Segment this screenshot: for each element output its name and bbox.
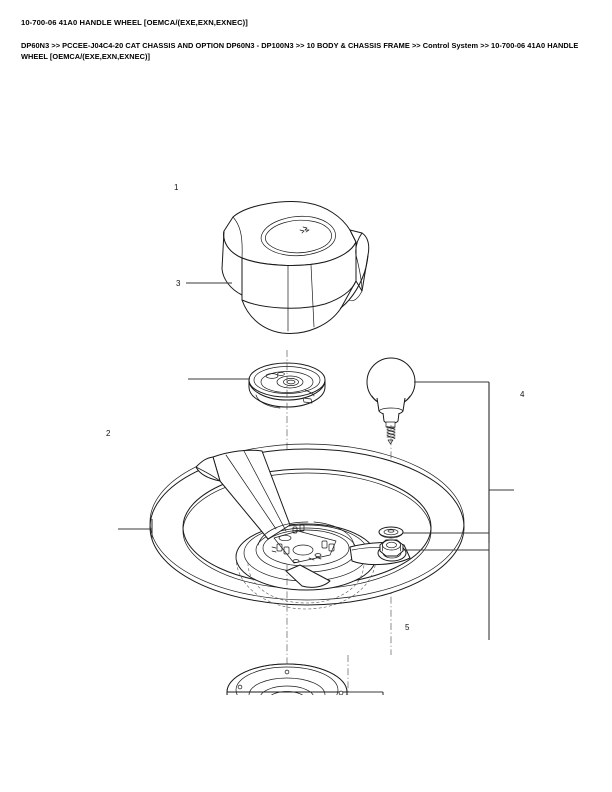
callout-label-2: 2 <box>106 429 111 438</box>
exploded-parts-diagram: .ln { fill:none; stroke:#1a1a1a; stroke-… <box>118 201 514 695</box>
page-title: 10-700-06 41A0 HANDLE WHEEL [OEMCA/(EXE,… <box>21 18 248 27</box>
callout-label-5: 5 <box>405 623 410 632</box>
part-4-washer <box>378 526 404 539</box>
part-5-base-plate <box>226 663 348 695</box>
part-2-handle-wheel <box>149 443 465 610</box>
callout-label-1: 1 <box>174 183 179 192</box>
callout-label-4: 4 <box>520 390 525 399</box>
part-1-cover-shroud <box>221 201 370 334</box>
hub-internals <box>271 524 337 564</box>
breadcrumb: DP60N3 >> PCCEE-J04C4-20 CAT CHASSIS AND… <box>21 41 579 61</box>
part-4-hex-nut <box>379 539 404 557</box>
callout-label-3: 3 <box>176 279 181 288</box>
